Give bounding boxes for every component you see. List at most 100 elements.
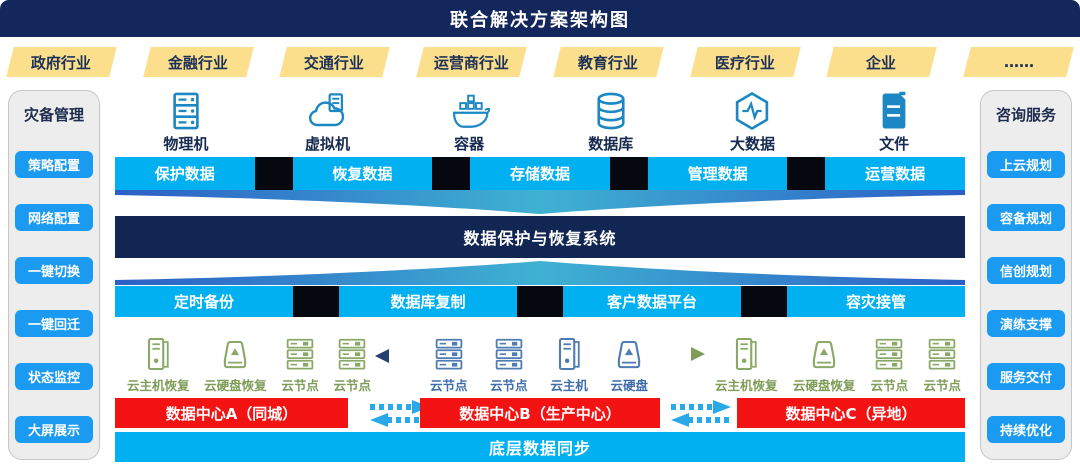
data-service-segment: 管理数据 — [647, 157, 788, 190]
wave-flow-bottom — [115, 261, 965, 285]
cluster-item: 云节点 — [923, 322, 961, 394]
panel-item-one-key-return: 一键回迁 — [15, 310, 93, 337]
datacenter-label: 数据中心B（生产中心） — [459, 404, 621, 423]
segment-separator — [787, 157, 826, 190]
node-rack-icon — [491, 336, 527, 372]
cluster-item-label: 云硬盘恢复 — [204, 378, 267, 393]
diagram-title-text: 联合解决方案架构图 — [450, 9, 630, 31]
container-icon — [448, 90, 490, 132]
panel-item-network-config: 网络配置 — [15, 204, 93, 231]
bigdata-hexagon-icon — [731, 90, 773, 132]
disk-icon — [806, 336, 842, 372]
rack-server-icon — [165, 90, 207, 132]
resource-database: 数据库 — [556, 86, 666, 154]
panel-item-continuous-optimization: 持续优化 — [987, 416, 1065, 443]
segment-separator — [741, 286, 787, 317]
cluster-item: 云节点 — [870, 322, 909, 394]
disk-icon — [611, 336, 647, 372]
datacenter-bar-c: 数据中心C（异地） — [737, 398, 965, 428]
cluster-item: 云主机恢复 — [127, 322, 190, 394]
segment-separator — [517, 286, 563, 317]
cluster-site-c: 云主机恢复 云硬盘恢复 云节点 云节点 — [715, 322, 961, 394]
cluster-row: 云主机恢复 云硬盘恢复 云节点 云节点 云节点 云节点 — [115, 322, 965, 394]
cluster-item-label: 云主机恢复 — [127, 378, 190, 393]
panel-item-big-screen: 大屏展示 — [15, 416, 93, 443]
panel-title: 灾备管理 — [23, 106, 84, 124]
consulting-service-panel: 咨询服务 上云规划 容备规划 信创规划 演练支撑 服务交付 持续优化 — [980, 90, 1072, 460]
tower-host-icon — [551, 336, 587, 372]
segment-separator — [293, 286, 339, 317]
disaster-management-panel: 灾备管理 策略配置 网络配置 一键切换 一键回迁 状态监控 大屏展示 — [8, 90, 100, 460]
resource-file: 文件 — [839, 86, 949, 154]
capability-segment: 定时备份 — [115, 286, 293, 317]
segment-separator — [254, 157, 293, 190]
cluster-item-label: 云节点 — [490, 378, 528, 393]
panel-item-policy-config: 策略配置 — [15, 151, 93, 178]
cluster-item-label: 云节点 — [333, 378, 371, 393]
cluster-item: 云硬盘恢复 — [204, 322, 267, 394]
data-service-segment: 恢复数据 — [292, 157, 433, 190]
underlying-sync-label: 底层数据同步 — [488, 439, 591, 458]
resource-container: 容器 — [414, 86, 524, 154]
capability-segment: 客户数据平台 — [563, 286, 741, 317]
system-band: 数据保护与恢复系统 — [115, 216, 965, 258]
datacenter-bar-a: 数据中心A（同城） — [115, 398, 348, 428]
cluster-item: 云节点 — [430, 322, 468, 394]
cluster-item: 云硬盘 — [610, 322, 648, 394]
panel-item-status-monitor: 状态监控 — [15, 363, 93, 390]
cluster-item: 云节点 — [281, 322, 319, 394]
database-icon — [590, 90, 632, 132]
main-diagram-area: 物理机 虚拟机 容器 数据库 大数据 文件 保护数据 恢复数据 存储数据 管理 — [115, 0, 965, 466]
resource-label: 大数据 — [729, 135, 775, 153]
data-service-segment: 存储数据 — [470, 157, 610, 190]
cluster-item: 云硬盘恢复 — [792, 322, 856, 394]
resource-row: 物理机 虚拟机 容器 数据库 大数据 文件 — [115, 86, 965, 154]
flow-arrow-right-icon — [691, 347, 705, 361]
capabilities-bar: 定时备份 数据库复制 客户数据平台 容灾接管 — [115, 286, 965, 317]
data-service-segment: 运营数据 — [825, 157, 965, 190]
cluster-item: 云主机恢复 — [715, 322, 778, 394]
cloud-vm-icon — [306, 90, 348, 132]
cluster-item: 云节点 — [333, 322, 371, 394]
segment-separator — [609, 157, 648, 190]
node-rack-icon — [871, 336, 907, 372]
industry-tab-government: 政府行业 — [6, 47, 117, 77]
capability-segment: 容灾接管 — [787, 286, 965, 317]
resource-label: 数据库 — [588, 135, 634, 153]
disk-icon — [217, 336, 253, 372]
resource-physical-machine: 物理机 — [131, 86, 241, 154]
resource-label: 物理机 — [163, 135, 209, 153]
data-service-segment: 保护数据 — [115, 157, 255, 190]
diagram-title: 联合解决方案架构图 — [0, 0, 1080, 37]
industry-tab-label: …… — [1003, 53, 1034, 71]
industry-tab-more: …… — [963, 47, 1074, 77]
cluster-item: 云主机 — [550, 322, 588, 394]
flow-arrow-left-icon — [375, 349, 389, 363]
datacenter-label: 数据中心A（同城） — [165, 404, 298, 423]
wave-flow-top — [115, 190, 965, 214]
node-rack-icon — [431, 336, 467, 372]
cluster-item-label: 云主机恢复 — [715, 378, 778, 393]
panel-item-dr-planning: 容备规划 — [987, 204, 1065, 231]
cluster-item-label: 云节点 — [870, 378, 909, 393]
node-rack-icon — [924, 336, 960, 372]
resource-label: 文件 — [879, 135, 910, 153]
cluster-item: 云节点 — [490, 322, 528, 394]
tower-host-icon — [140, 336, 176, 372]
node-rack-icon — [282, 336, 318, 372]
segment-separator — [432, 157, 471, 190]
resource-bigdata: 大数据 — [697, 86, 807, 154]
system-band-label: 数据保护与恢复系统 — [463, 229, 617, 248]
panel-item-one-key-switch: 一键切换 — [15, 257, 93, 284]
file-icon — [873, 90, 915, 132]
panel-title: 咨询服务 — [995, 106, 1056, 124]
node-rack-icon — [334, 336, 370, 372]
cluster-site-a: 云主机恢复 云硬盘恢复 云节点 云节点 — [127, 322, 371, 394]
cluster-item-label: 云硬盘恢复 — [792, 378, 856, 393]
panel-item-cloud-planning: 上云规划 — [987, 151, 1065, 178]
cluster-item-label: 云硬盘 — [610, 378, 648, 393]
panel-item-xinchuang-planning: 信创规划 — [987, 257, 1065, 284]
panel-item-service-delivery: 服务交付 — [987, 363, 1065, 390]
tower-host-icon — [728, 336, 764, 372]
datacenter-label: 数据中心C（异地） — [785, 404, 917, 423]
